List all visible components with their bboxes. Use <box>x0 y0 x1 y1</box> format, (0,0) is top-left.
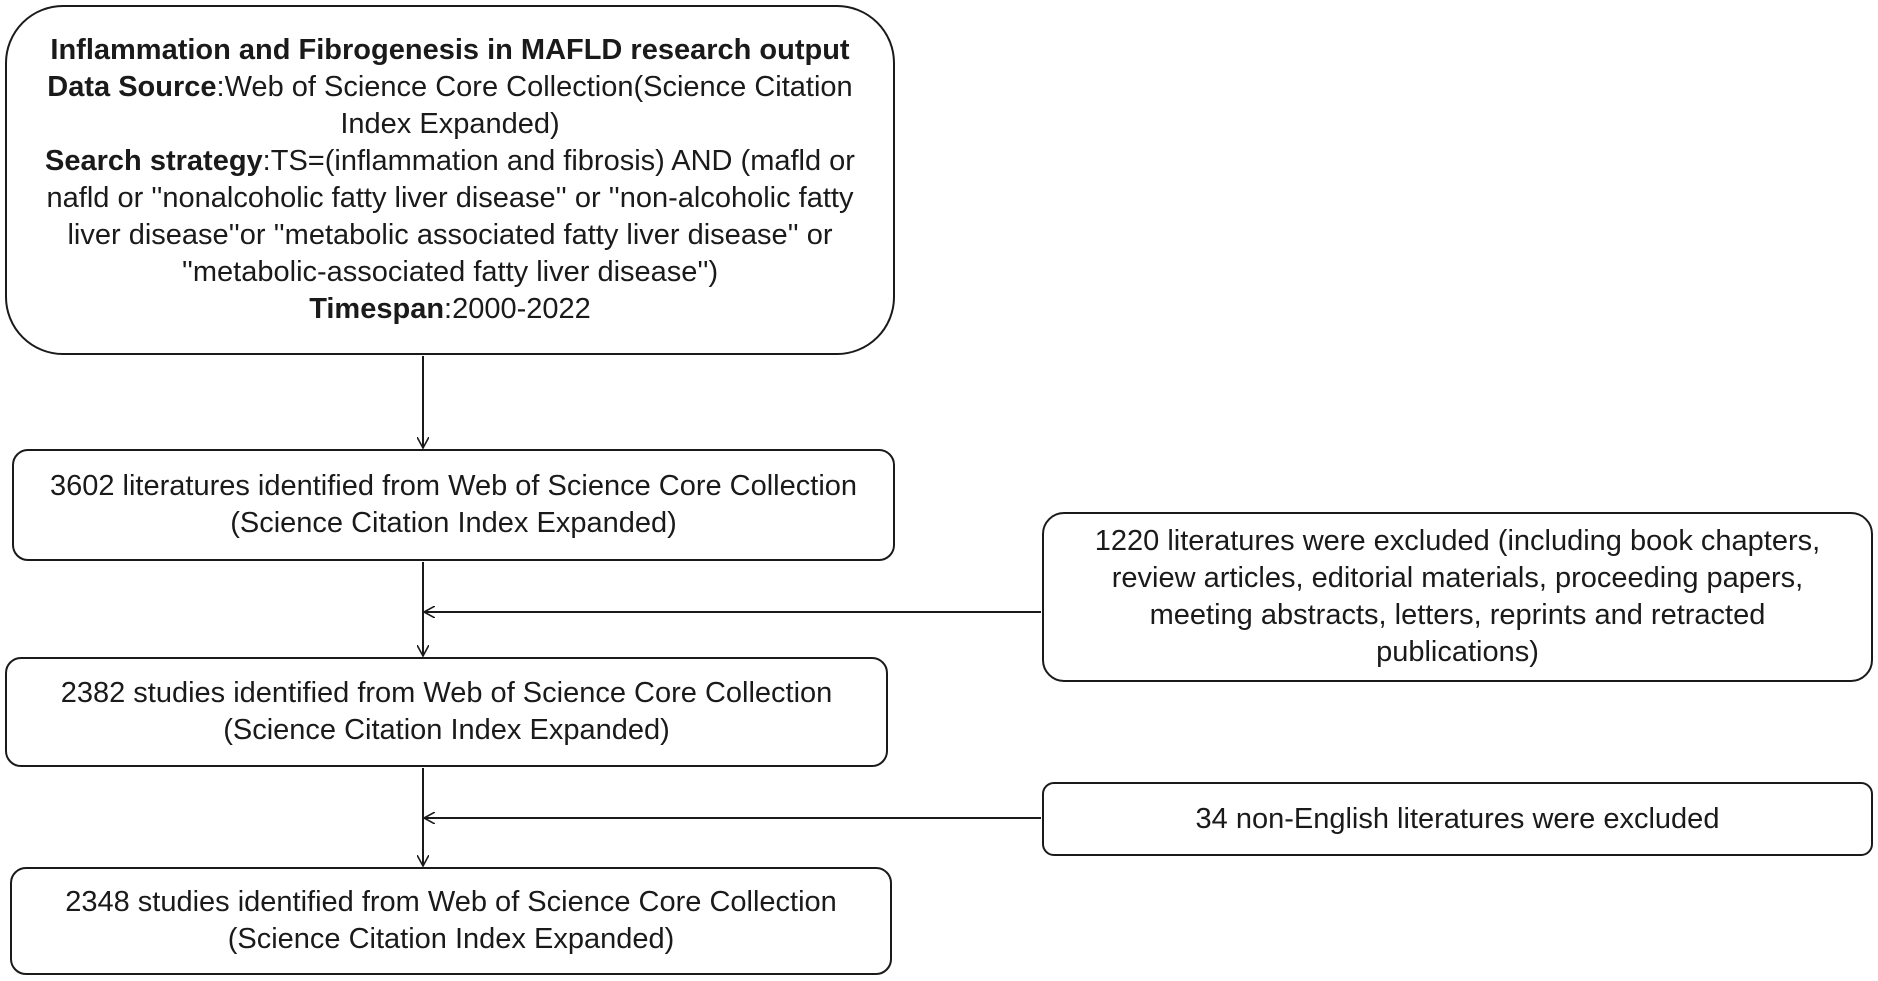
studies-identified-text-2: 2348 studies identified from Web of Scie… <box>65 886 837 955</box>
data-source-line: Data Source:Web of Science Core Collecti… <box>41 69 859 143</box>
identified-literatures-text: 3602 literatures identified from Web of … <box>49 470 858 539</box>
data-source-value: :Web of Science Core Collection(Science … <box>216 71 853 140</box>
timespan-label: Timespan <box>309 293 445 325</box>
excluded-types-box: 1220 literatures were excluded (includin… <box>1042 512 1873 682</box>
studies-identified-box-1: 2382 studies identified from Web of Scie… <box>5 657 888 767</box>
search-criteria-box: Inflammation and Fibrogenesis in MAFLD r… <box>5 5 895 355</box>
search-strategy-label: Search strategy <box>45 145 263 177</box>
excluded-types-text: 1220 literatures were excluded (includin… <box>1094 525 1821 668</box>
studies-identified-box-2: 2348 studies identified from Web of Scie… <box>10 867 892 975</box>
data-source-label: Data Source <box>47 71 217 103</box>
studies-identified-text-1: 2382 studies identified from Web of Scie… <box>60 677 833 746</box>
timespan-line: Timespan:2000-2022 <box>309 291 591 328</box>
timespan-value: :2000-2022 <box>444 293 591 325</box>
search-strategy-value: :TS=(inflammation and fibrosis) AND (maf… <box>46 145 855 288</box>
search-strategy-line: Search strategy:TS=(inflammation and fib… <box>41 143 859 291</box>
non-english-excluded-box: 34 non-English literatures were excluded <box>1042 782 1873 856</box>
search-title: Inflammation and Fibrogenesis in MAFLD r… <box>50 34 850 66</box>
non-english-excluded-text: 34 non-English literatures were excluded <box>1195 802 1720 835</box>
identified-literatures-box: 3602 literatures identified from Web of … <box>12 449 895 561</box>
